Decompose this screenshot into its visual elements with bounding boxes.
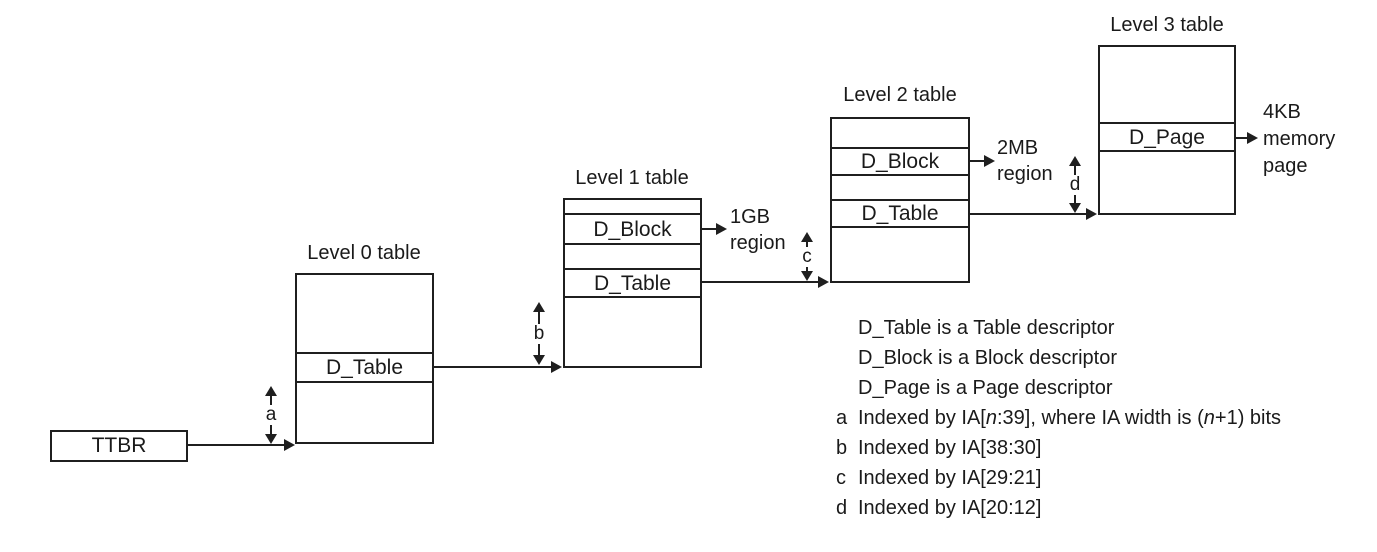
region-label-4kb-line2: memory <box>1263 128 1336 150</box>
level1-table: D_Block D_Table <box>563 198 702 368</box>
region-label-2mb-line2: region <box>997 163 1053 185</box>
arrow-stem <box>806 266 808 271</box>
level1-to-level2-arrowhead-icon <box>818 276 829 288</box>
up-arrow-icon <box>265 386 277 396</box>
level1-to-level2-line <box>701 281 818 283</box>
arrow-stem <box>270 425 272 434</box>
region-label-4kb: 4KB memory page <box>1263 99 1335 180</box>
up-arrow-icon <box>801 232 813 242</box>
legend-index-a-letter: a <box>836 407 848 429</box>
region-label-2mb: 2MB region <box>997 135 1053 187</box>
index-arrow-d: d <box>1067 156 1083 213</box>
legend-index-d-letter: d <box>836 497 848 519</box>
level0-dtable-cell: D_Table <box>297 352 432 383</box>
legend-index-c-letter: c <box>836 467 846 489</box>
ttbr-to-level0-arrowhead-icon <box>284 439 295 451</box>
region-label-1gb: 1GB region <box>730 204 786 256</box>
legend-index-a-text: Indexed by IA[n:39], where IA width is (… <box>858 407 1282 429</box>
index-arrow-a: a <box>263 386 279 444</box>
down-arrow-icon <box>533 355 545 365</box>
level2-table: D_Block D_Table <box>830 117 970 283</box>
level0-to-level1-arrowhead-icon <box>551 361 562 373</box>
legend-index-c: c Indexed by IA[29:21] <box>836 466 1041 490</box>
level3-table: D_Page <box>1098 45 1236 215</box>
legend-index-a: a Indexed by IA[n:39], where IA width is … <box>836 406 1281 430</box>
legend-descriptor-dblock: D_Block is a Block descriptor <box>858 347 1117 369</box>
region-label-2mb-line1: 2MB <box>997 137 1039 159</box>
level3-dpage-cell: D_Page <box>1100 122 1234 152</box>
legend-index-b-letter: b <box>836 437 848 459</box>
level1-dtable-cell: D_Table <box>565 268 700 298</box>
level2-table-title: Level 2 table <box>843 84 957 106</box>
level0-table: D_Table <box>295 273 434 444</box>
legend-index-b-text: Indexed by IA[38:30] <box>858 437 1042 459</box>
index-arrow-c: c <box>799 232 815 281</box>
up-arrow-icon <box>1069 156 1081 166</box>
legend-index-b: b Indexed by IA[38:30] <box>836 436 1041 460</box>
region-label-4kb-line3: page <box>1263 155 1308 177</box>
level1-dblock-arrowhead-icon <box>716 223 727 235</box>
level2-dblock-arrow-line <box>969 160 984 162</box>
level2-to-level3-arrowhead-icon <box>1086 208 1097 220</box>
level2-dblock-cell: D_Block <box>832 147 968 176</box>
ttbr-to-level0-line <box>188 444 284 446</box>
down-arrow-icon <box>1069 203 1081 213</box>
arrow-stem <box>1074 194 1076 203</box>
level2-dblock-arrowhead-icon <box>984 155 995 167</box>
arrow-stem <box>270 396 272 405</box>
region-label-1gb-line1: 1GB <box>730 206 771 228</box>
arrow-stem <box>806 242 808 247</box>
index-letter-b: b <box>533 322 545 344</box>
arrow-stem <box>538 343 540 355</box>
index-letter-c: c <box>802 245 812 267</box>
level3-dpage-arrowhead-icon <box>1247 132 1258 144</box>
legend-index-c-text: Indexed by IA[29:21] <box>858 467 1042 489</box>
legend-descriptor-dpage: D_Page is a Page descriptor <box>858 377 1113 399</box>
arrow-stem <box>1074 166 1076 175</box>
region-label-4kb-line1: 4KB <box>1263 101 1301 123</box>
level1-dblock-cell: D_Block <box>565 213 700 245</box>
up-arrow-icon <box>533 302 545 312</box>
level1-dblock-arrow-line <box>701 228 716 230</box>
index-letter-d: d <box>1069 173 1081 195</box>
down-arrow-icon <box>801 271 813 281</box>
arrow-stem <box>538 312 540 324</box>
legend-index-d: d Indexed by IA[20:12] <box>836 496 1041 520</box>
index-arrow-b: b <box>531 302 547 365</box>
region-label-1gb-line2: region <box>730 232 786 254</box>
level0-to-level1-line <box>433 366 551 368</box>
ttbr-box: TTBR <box>50 430 188 462</box>
level1-table-title: Level 1 table <box>575 167 689 189</box>
level3-dpage-arrow-line <box>1236 137 1247 139</box>
ttbr-label: TTBR <box>91 434 147 457</box>
level2-dtable-cell: D_Table <box>832 199 968 228</box>
legend-index-d-text: Indexed by IA[20:12] <box>858 497 1042 519</box>
level2-to-level3-line <box>969 213 1086 215</box>
down-arrow-icon <box>265 434 277 444</box>
level3-table-title: Level 3 table <box>1110 14 1224 36</box>
index-letter-a: a <box>265 404 277 425</box>
legend-descriptor-dtable: D_Table is a Table descriptor <box>858 317 1115 339</box>
level0-table-title: Level 0 table <box>307 242 421 264</box>
